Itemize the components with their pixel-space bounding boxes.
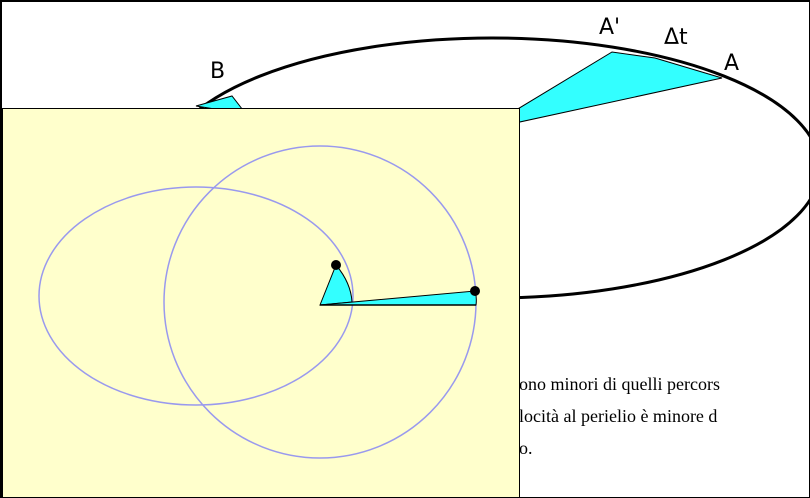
swept-area-sector-a [482, 51, 723, 131]
animation-figure [38, 145, 480, 459]
planet-point-ellipse [331, 260, 341, 270]
label-b: B [210, 59, 225, 84]
label-delta-t: Δt [664, 25, 688, 50]
inset-orbit-ellipse [38, 186, 354, 406]
label-a: A [724, 51, 739, 76]
text-line-3: o. [519, 438, 533, 458]
inset-sector-ellipse [319, 264, 353, 306]
text-line-2: locità al perielio è minore d [519, 406, 718, 426]
text-line-1: ono minori di quelli percors [519, 374, 720, 394]
label-a-prime: A' [599, 15, 620, 40]
planet-point-circle [470, 286, 480, 296]
animation-panel [2, 108, 520, 498]
